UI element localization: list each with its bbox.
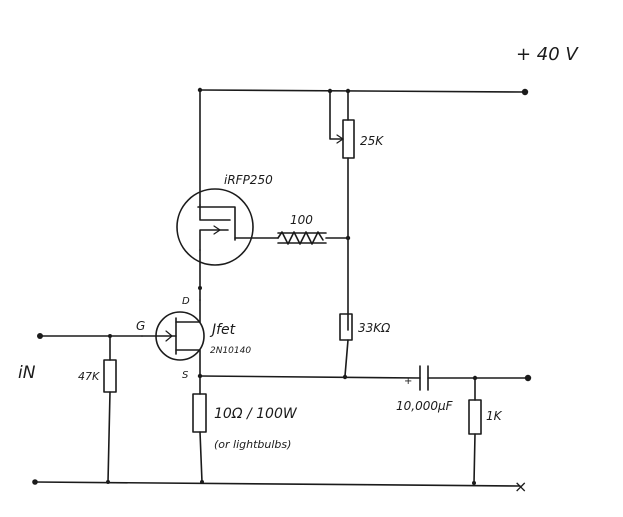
gate-resistor-box: [277, 232, 327, 244]
node-gate-divider: [345, 235, 351, 241]
load-note-label: (or lightbulbs): [214, 438, 291, 451]
jfet-arrow: [165, 330, 173, 342]
mosfet-channel-lower: [199, 229, 229, 251]
input-resistor-body: [103, 359, 117, 393]
input-label: iN: [18, 363, 36, 383]
node-ground-output: [472, 481, 476, 485]
node-ground-load: [200, 480, 204, 484]
pot-wiper: [329, 90, 344, 140]
mosfet-symbol: [176, 188, 254, 266]
capacitor-polarity-label: +: [404, 376, 412, 387]
capacitor-label: 10,000µF: [396, 399, 454, 413]
mosfet-channel: [199, 204, 231, 221]
node-jfet-drain: [198, 286, 202, 290]
input-resistor-bottom: [107, 391, 111, 483]
pin-g-label: G: [136, 319, 145, 333]
node-ground-input: [106, 480, 110, 484]
drain-resistor-label: 33KΩ: [358, 321, 391, 335]
output-terminal[interactable]: [524, 374, 532, 382]
pin-s-label: S: [182, 370, 189, 381]
supply-rail: [199, 89, 526, 93]
ground-terminal-left[interactable]: [32, 479, 38, 485]
pot-body: [342, 119, 355, 159]
load-resistor-body: [192, 393, 207, 433]
mosfet-arrow: [213, 225, 221, 235]
node-divider-bottom: [342, 374, 348, 380]
load-resistor-label: 10Ω / 100W: [214, 406, 298, 422]
drain-resistor-lead: [344, 339, 349, 377]
jfet-part-label: 2N10140: [210, 346, 251, 356]
gate-resistor: [277, 231, 324, 245]
ground-rail: [34, 481, 521, 487]
jfet-source-lead: [175, 349, 201, 377]
ground-mark[interactable]: ×: [514, 477, 527, 496]
pin-d-label: D: [182, 296, 190, 307]
mosfet-label: iRFP250: [224, 173, 273, 187]
load-resistor-bottom: [199, 431, 203, 483]
input-resistor-label: 47K: [78, 370, 100, 383]
gate-resistor-label: 100: [290, 213, 313, 227]
mosfet-gate-bar: [197, 206, 236, 241]
drain-resistor-body: [339, 313, 353, 341]
pot-wiper-arrow: [336, 134, 344, 144]
output-resistor-label: 1K: [486, 409, 503, 423]
input-terminal[interactable]: [37, 333, 43, 339]
source-node-wire: [199, 375, 421, 379]
supply-terminal[interactable]: [521, 88, 529, 96]
supply-label: + 40 V: [516, 44, 579, 65]
output-resistor-bottom: [473, 433, 476, 484]
jfet-label: Jfet: [209, 322, 236, 338]
jfet-drain-lead: [175, 299, 201, 323]
pot-label: 25K: [360, 134, 384, 148]
output-resistor-body: [468, 399, 482, 435]
